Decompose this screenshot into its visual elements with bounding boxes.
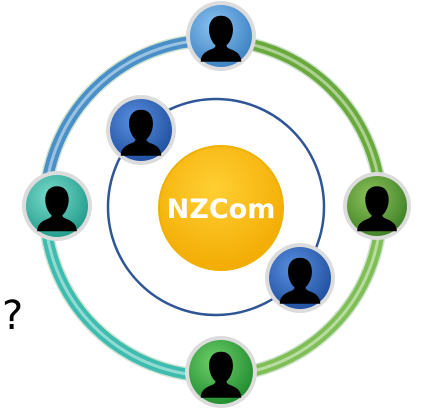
person-node-inner-lower-right[interactable]: [265, 243, 335, 313]
question-mark: ?: [2, 293, 24, 339]
person-node-bottom[interactable]: [185, 336, 257, 408]
person-node-top[interactable]: [186, 1, 256, 71]
center-label: NZCom: [167, 194, 276, 225]
inner-ring: [106, 97, 326, 317]
person-node-left[interactable]: [22, 171, 92, 241]
person-node-inner-upper-left[interactable]: [106, 95, 176, 165]
center-node[interactable]: NZCom: [158, 145, 284, 271]
person-node-right[interactable]: [343, 172, 411, 240]
